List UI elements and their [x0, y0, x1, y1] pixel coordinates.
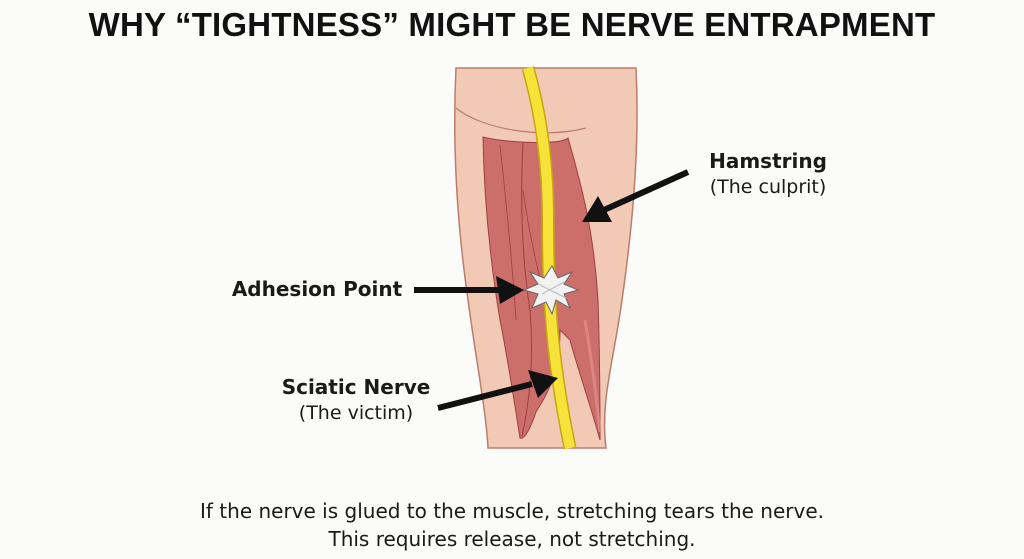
caption-line-2: This requires release, not stretching.: [328, 527, 696, 551]
adhesion-burst-icon: [522, 265, 580, 316]
sciatic-role: (The victim): [298, 402, 414, 424]
page-title: WHY “TIGHTNESS” MIGHT BE NERVE ENTRAPMEN…: [88, 6, 936, 43]
sciatic-nerve: [521, 66, 577, 450]
caption: If the nerve is glued to the muscle, str…: [0, 497, 1024, 553]
hamstring-name: Hamstring: [709, 149, 827, 173]
sciatic-name: Sciatic Nerve: [281, 375, 431, 399]
sciatic-arrow: [437, 370, 558, 411]
sciatic-label: Sciatic Nerve (The victim): [276, 374, 436, 426]
hamstring-label: Hamstring (The culprit): [688, 148, 848, 200]
adhesion-arrow: [414, 276, 524, 304]
hamstring-arrow: [582, 169, 690, 222]
hamstring-role: (The culprit): [709, 176, 827, 198]
caption-line-1: If the nerve is glued to the muscle, str…: [200, 499, 824, 523]
adhesion-name: Adhesion Point: [231, 277, 403, 301]
adhesion-label: Adhesion Point: [224, 276, 410, 302]
